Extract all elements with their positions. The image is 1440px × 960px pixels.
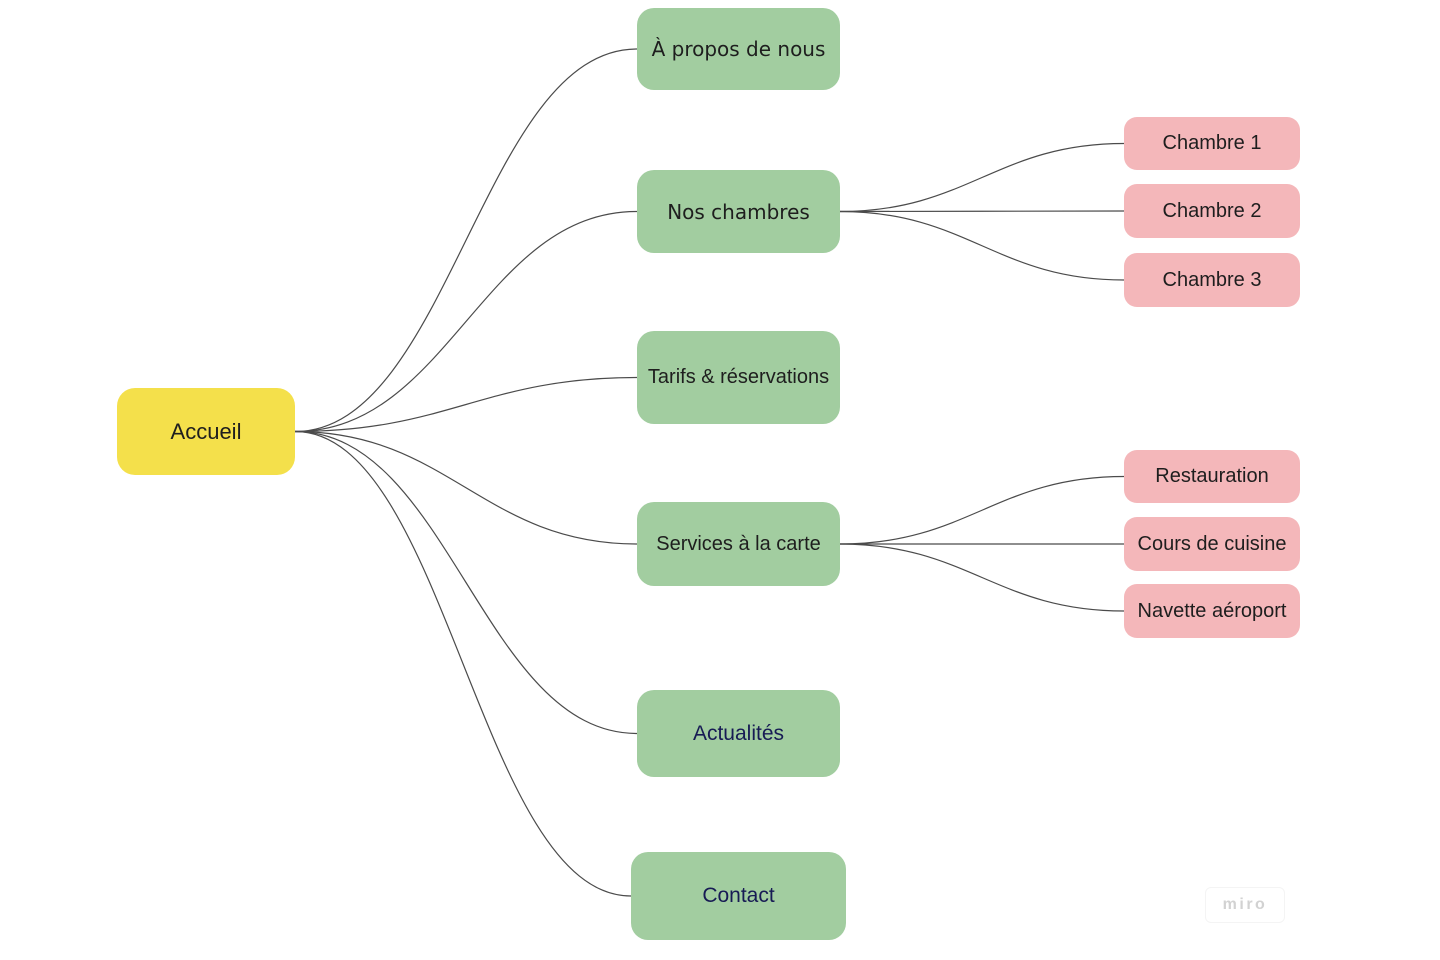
node-restauration[interactable]: Restauration (1124, 450, 1300, 503)
node-label-services: Services à la carte (656, 532, 821, 555)
edge-services-to-navette-aeroport (839, 543, 1125, 612)
node-accueil[interactable]: Accueil (117, 388, 295, 475)
edge-services-to-restauration (839, 475, 1125, 545)
edge-accueil-to-actualites (294, 430, 638, 735)
node-contact[interactable]: Contact (631, 852, 846, 940)
node-label-chambre-2: Chambre 2 (1162, 199, 1262, 222)
node-chambre-1[interactable]: Chambre 1 (1124, 117, 1300, 170)
node-label-nos-chambres: Nos chambres (667, 199, 810, 224)
edge-accueil-to-nos-chambres (294, 210, 638, 433)
node-chambre-2[interactable]: Chambre 2 (1124, 184, 1300, 238)
edge-nos-chambres-to-chambre-1 (839, 142, 1125, 213)
node-label-chambre-3: Chambre 3 (1162, 268, 1262, 291)
edge-accueil-to-services (294, 430, 638, 545)
node-cours-de-cuisine[interactable]: Cours de cuisine (1124, 517, 1300, 571)
node-tarifs[interactable]: Tarifs & réservations (637, 331, 840, 424)
miro-watermark[interactable]: miro (1206, 888, 1284, 922)
node-label-cours-de-cuisine: Cours de cuisine (1137, 532, 1287, 555)
edge-accueil-to-tarifs (294, 376, 638, 433)
node-label-accueil: Accueil (170, 418, 242, 444)
node-label-a-propos: À propos de nous (651, 37, 826, 61)
edge-nos-chambres-to-chambre-2 (839, 210, 1125, 213)
node-navette-aeroport[interactable]: Navette aéroport (1124, 584, 1300, 638)
node-a-propos[interactable]: À propos de nous (637, 8, 840, 90)
miro-watermark-label: miro (1222, 896, 1268, 913)
edge-nos-chambres-to-chambre-3 (839, 210, 1125, 281)
node-nos-chambres[interactable]: Nos chambres (637, 170, 840, 253)
node-chambre-3[interactable]: Chambre 3 (1124, 253, 1300, 307)
node-label-chambre-1: Chambre 1 (1162, 132, 1262, 154)
node-label-contact: Contact (702, 884, 775, 907)
node-label-restauration: Restauration (1155, 465, 1269, 487)
node-actualites[interactable]: Actualités (637, 690, 840, 777)
node-label-actualites: Actualités (692, 721, 785, 745)
node-label-navette-aeroport: Navette aéroport (1137, 599, 1287, 622)
edge-accueil-to-contact (294, 430, 632, 897)
edge-accueil-to-a-propos (294, 48, 638, 433)
node-label-tarifs: Tarifs & réservations (647, 366, 830, 388)
node-services[interactable]: Services à la carte (637, 502, 840, 586)
